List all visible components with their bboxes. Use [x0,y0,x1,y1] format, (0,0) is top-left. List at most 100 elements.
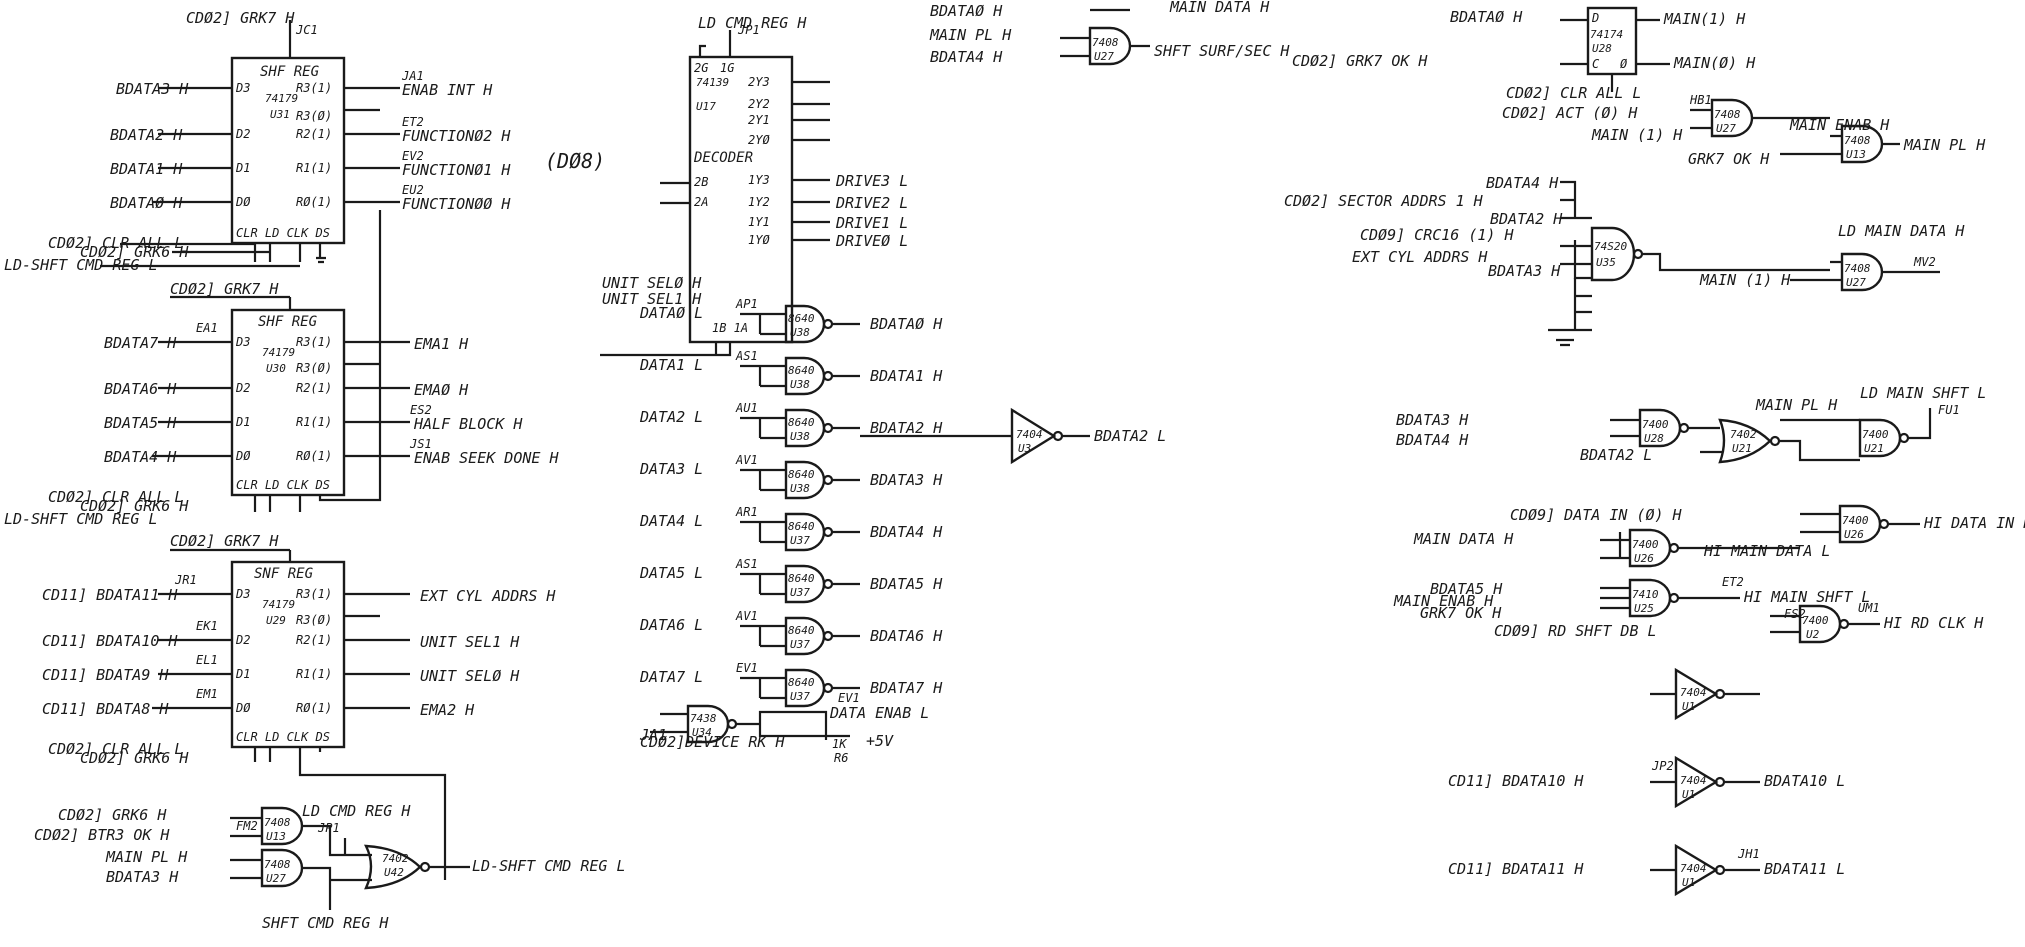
wire-tag: EV1 [736,661,758,675]
shift-register-u31: SHF REG 74179 U31 D3 D2 D1 DØ R3(1) R3(Ø… [100,20,400,268]
gate-u25-nand: 7410 U25 [1600,578,1740,618]
part-number: 7404 [1680,686,1707,699]
pin-label: R3(Ø) [296,109,332,123]
pin-label: 1YØ [748,233,770,247]
block-label: SHF REG [260,64,320,80]
part-number: 7400 [1842,514,1869,527]
wire-tag: JR1 [174,573,197,587]
signal-label: DRIVEØ L [835,232,908,250]
wire-tag: JS1 [409,437,432,451]
part-ref: U37 [790,534,810,547]
part-ref: U2 [1806,628,1820,641]
signal-label: ENAB SEEK DONE H [414,449,559,467]
signal-label: DATA3 L [639,460,703,478]
part-ref: U34 [692,726,712,739]
part-number: 8640 [788,312,815,325]
signal-label: MAIN PL H [105,848,188,866]
signal-label: BDATA10 L [1764,772,1845,790]
pin-label: C [1592,57,1600,71]
gate-u28-nand: 7400 U28 [1610,408,1720,448]
pin-label: 1G [720,61,734,75]
part-number: 8640 [788,416,815,429]
part-ref: U38 [790,430,810,443]
pin-label: RØ(1) [296,195,332,209]
pin-label: R3(1) [296,587,332,601]
gate-u13-and: 7408 U13 [230,806,372,857]
signal-label: DATA1 L [639,356,703,374]
part-number: 7400 [1862,428,1889,441]
part-number: 7408 [1844,262,1871,275]
signal-label: EXT CYL ADDRS H [420,587,556,605]
pin-label: 2Y3 [748,75,770,89]
gate-u13-main-pl: 7408 U13 [1780,124,1900,164]
part-ref: U3 [1018,442,1031,455]
part-ref: U13 [1846,148,1866,161]
signal-label: BDATA1 H [110,160,183,178]
part-number: 8640 [788,520,815,533]
signal-label: BDATA3 H [106,868,179,886]
signal-label: HI MAIN DATA L [1703,542,1830,560]
signal-label: GRK7 OK H [1420,604,1502,622]
pin-label: CLR LD CLK DS [236,478,330,492]
pin-label: R3(Ø) [296,361,332,375]
signal-label: CDØ2] GRK7 H [170,280,279,298]
signal-label: LD-SHFT CMD REG L [4,510,158,528]
pin-label: R1(1) [296,161,332,175]
signal-label: BDATA2 L [1580,446,1652,464]
gate-u27-main-enab: 7408 U27 [1690,98,1830,138]
wire-tag: JA1 [639,726,667,744]
signal-label: EMA2 H [420,701,475,719]
part-number: 7408 [1714,108,1741,121]
signal-label: FUNCTIONØ2 H [402,127,511,145]
signal-label: BDATA3 H [1396,411,1469,429]
pin-label: D3 [235,81,250,95]
wire-tag: JP1 [317,821,340,835]
pin-label: 2G [694,61,708,75]
signal-label: CDØ2] BTR3 OK H [34,826,170,844]
pin-label: 1K [832,737,847,751]
signal-label: BDATA3 H [116,80,189,98]
pin-label: Ø [1620,57,1628,71]
part-ref: U27 [1846,276,1866,289]
part-ref: U27 [266,872,286,885]
pin-label: 2Y2 [748,97,770,111]
part-number: 7402 [382,852,409,865]
signal-label: CDØ2] CLR ALL L [48,488,183,506]
part-number: 8640 [788,572,815,585]
signal-label: DRIVE2 L [835,194,908,212]
signal-label: LD CMD REG H [698,14,807,32]
wire-tag: AV1 [735,453,758,467]
pin-label: 2YØ [748,133,770,147]
wire-tag: AP1 [735,297,758,311]
signal-label: MAIN DATA H [1169,0,1270,16]
part-ref: U38 [790,482,810,495]
signal-label: GRK7 OK H [1688,150,1770,168]
wire-tag: EK1 [196,619,218,633]
wire-tag: JH1 [1737,847,1760,861]
part-number: 7438 [690,712,717,725]
part-number: 7400 [1642,418,1669,431]
signal-label: LD MAIN DATA H [1838,222,1965,240]
pin-label: CLR LD CLK DS [236,226,330,240]
signal-label: BDATAØ H [930,2,1003,20]
signal-label: CD11] BDATA10 H [42,632,178,650]
pin-label: DØ [235,701,251,715]
signal-label: DATA4 L [639,512,703,530]
pin-label: D1 [235,415,250,429]
pin-label: R3(1) [296,335,332,349]
signal-label: BDATA2 L [1094,427,1166,445]
part-ref: U28 [1592,42,1612,55]
part-number: 74139 [696,76,729,89]
part-ref: U21 [1864,442,1884,455]
signal-label: MAIN ENAB H [1393,592,1494,610]
gate-u27-and: 7408 U27 [230,848,372,910]
pin-label: R3(1) [296,81,332,95]
part-ref: U27 [1094,50,1114,63]
wire-tag: EV1 [838,691,860,705]
pin-label: 2A [694,195,708,209]
part-number: 7408 [264,816,291,829]
